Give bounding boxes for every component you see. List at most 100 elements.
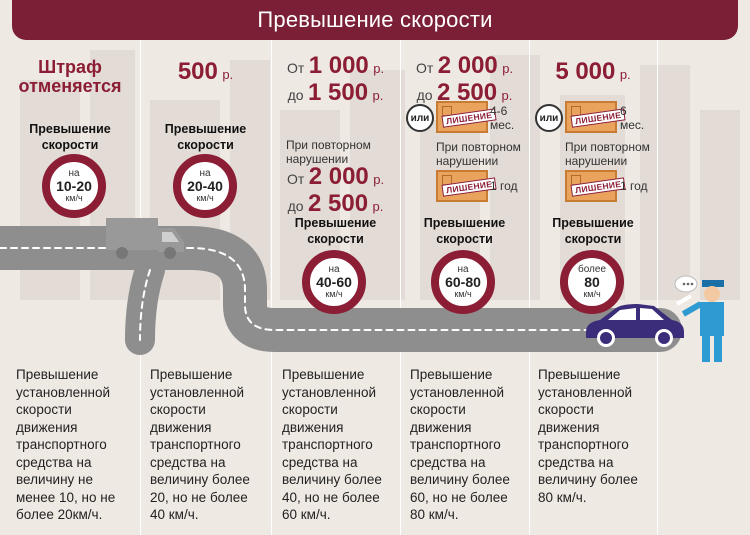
desc-line: Превышение [538, 367, 621, 382]
police-officer-icon [674, 275, 724, 362]
page-title: Превышение скорости [257, 7, 493, 32]
column-2-fine: 500 р. [140, 58, 271, 86]
fine-to: до [287, 87, 304, 103]
column-3-repeat: При повторном нарушении [286, 138, 396, 166]
desc-line: скорости [538, 402, 594, 417]
repeat-to-amount: 2 500 [308, 190, 369, 217]
sign-value: 10-20 [56, 178, 92, 195]
desc-line: 40, но не более [282, 489, 380, 505]
speed-sign-1: на 10-20 км/ч [42, 154, 106, 218]
column-4-repeat-period: 1 год [490, 179, 518, 193]
desc-line: движения [282, 419, 344, 435]
desc-line: 60, но не более [410, 489, 508, 505]
period-line1: 6 [620, 104, 627, 118]
fine-to: до [416, 87, 433, 103]
desc-line: транспортного [538, 437, 629, 452]
fine-cancelled-line2: отменяется [18, 76, 122, 96]
repeat-line1: При повторном [286, 138, 371, 152]
period-line2: мес. [620, 118, 645, 132]
column-5-fine: 5 000 р. [529, 58, 657, 86]
desc-line: транспортного [16, 437, 107, 452]
desc-line: установленной [282, 384, 377, 400]
desc-line: величину более [282, 472, 382, 487]
repeat-from: От [286, 171, 305, 187]
title-bar: Превышение скорости [12, 0, 738, 40]
speed-sign-2: на 20-40 км/ч [173, 154, 237, 218]
desc-line: установленной [150, 384, 245, 400]
column-3-description: Превышение установленной скорости движен… [282, 366, 407, 524]
desc-line: движения [150, 419, 212, 435]
desc-line: установленной [410, 384, 505, 400]
column-5-repeat-period: 1 год [620, 179, 648, 193]
fine-to-amount: 2 500 [437, 79, 498, 106]
label-line1: Превышение [29, 122, 111, 136]
repeat-to: до [287, 198, 304, 214]
car-icon [586, 304, 684, 347]
desc-line: средства на [150, 454, 226, 470]
label-line1: Превышение [164, 122, 247, 136]
desc-line: движения [410, 419, 472, 435]
column-3-label: Превышение скорости [271, 215, 400, 247]
fine-currency: р. [501, 88, 513, 103]
period-line1: 4-6 [490, 104, 508, 118]
repeat-line1: При повторном [436, 140, 521, 154]
fine-from-amount: 2 000 [437, 52, 498, 79]
repeat-currency: р. [372, 199, 384, 214]
desc-line: Превышение [282, 367, 365, 382]
column-5-label: Превышение скорости [529, 215, 657, 247]
sign-prefix: на [68, 167, 80, 179]
fine-cancelled-line1: Штраф [38, 57, 102, 77]
label-line2: скорости [177, 138, 234, 152]
fine-amount: 5 000 [555, 58, 616, 85]
sign-value: 40-60 [316, 274, 352, 291]
sign-value: 60-80 [445, 274, 481, 291]
column-divider [400, 40, 401, 535]
label-line2: скорости [307, 232, 364, 246]
fine-currency: р. [502, 61, 514, 76]
label-line2: скорости [564, 232, 622, 246]
desc-line: более 20км/ч. [16, 507, 103, 522]
repeat-line2: нарушении [436, 154, 499, 168]
desc-line: транспортного [410, 437, 501, 452]
fine-currency: р. [372, 88, 384, 103]
desc-line: величину более [410, 472, 510, 487]
desc-line: средства на [16, 454, 92, 470]
desc-line: скорости [410, 402, 466, 417]
fine-amount: 500 [177, 58, 218, 85]
or-badge: или [406, 104, 434, 132]
repeat-line1: При повторном [565, 140, 650, 154]
sign-unit: км/ч [583, 288, 601, 299]
column-4-description: Превышение установленной скорости движен… [410, 366, 535, 524]
repeat-line2: нарушении [286, 152, 349, 166]
sign-unit: км/ч [65, 192, 83, 203]
sign-prefix: на [328, 263, 340, 275]
desc-line: транспортного [150, 437, 241, 452]
column-4-label: Превышение скорости [400, 215, 529, 247]
label-line1: Превышение [294, 216, 377, 230]
desc-line: движения [538, 419, 600, 435]
desc-line: движения [16, 419, 78, 435]
fine-from: От [286, 60, 305, 76]
label-line2: скорости [436, 232, 493, 246]
column-5-description: Превышение установленной скорости движен… [538, 366, 663, 506]
column-4-repeat: При повторном нарушении [436, 140, 528, 168]
desc-line: средства на [282, 454, 358, 470]
desc-line: 80 км/ч. [410, 507, 459, 522]
column-1-fine: Штраф отменяется [0, 58, 140, 96]
fine-from: От [415, 60, 434, 76]
speed-sign-5: более 80 км/ч [560, 250, 624, 314]
desc-line: 40 км/ч. [150, 507, 199, 522]
licence-revocation-icon: ЛИШЕНИЕ [436, 101, 497, 133]
column-divider [657, 40, 658, 535]
fine-currency: р. [619, 67, 631, 82]
licence-revocation-icon: ЛИШЕНИЕ [436, 170, 497, 202]
column-2-description: Превышение установленной скорости движен… [150, 366, 275, 524]
sign-unit: км/ч [325, 288, 343, 299]
sign-unit: км/ч [454, 288, 472, 299]
sign-prefix: более [577, 263, 607, 275]
column-3-fine: От 1 000 р. до 1 500 р. [271, 54, 400, 108]
desc-line: скорости [150, 402, 206, 417]
desc-line: менее 10, но не [16, 489, 116, 505]
desc-line: величину более [150, 472, 250, 487]
